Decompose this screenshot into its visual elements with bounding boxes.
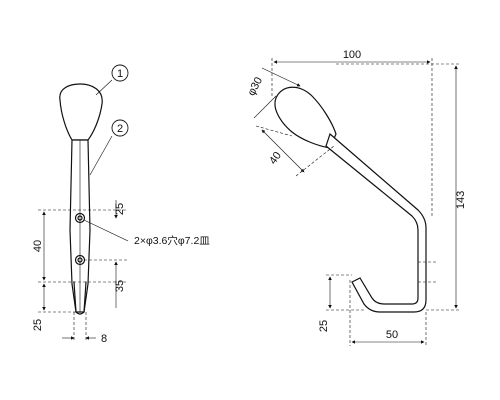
dim-bottom-25: 25: [32, 319, 44, 331]
dim-width-8: 8: [101, 333, 107, 345]
dim-height-40: 40: [32, 240, 44, 252]
front-hole-top: [74, 212, 86, 224]
dim-hole-offset-25: 25: [114, 203, 126, 215]
dim-hook-bottom-25: 25: [318, 320, 330, 332]
front-knob: [59, 83, 103, 141]
callout-1: 1: [95, 64, 129, 96]
dim-knob-length-40: 40: [267, 150, 284, 167]
dim-pitch-35: 35: [114, 280, 126, 292]
front-view: 1 2 40 25 25 35 2×φ3.6穴φ7.2皿 8: [32, 64, 210, 345]
dim-overall-width-100: 100: [343, 49, 361, 61]
callout-1-label: 1: [117, 68, 123, 80]
dim-overall-height-143: 143: [455, 191, 467, 209]
side-view: 100 φ30 40 143 25 50: [246, 49, 467, 346]
dim-knob-diameter: φ30: [246, 75, 266, 98]
hole-note: 2×φ3.6穴φ7.2皿: [134, 234, 210, 247]
dim-hook-width-50: 50: [386, 329, 398, 341]
callout-2: 2: [89, 119, 129, 176]
side-arm: [325, 132, 427, 313]
callout-2-label: 2: [117, 123, 123, 135]
side-knob: [274, 86, 337, 149]
